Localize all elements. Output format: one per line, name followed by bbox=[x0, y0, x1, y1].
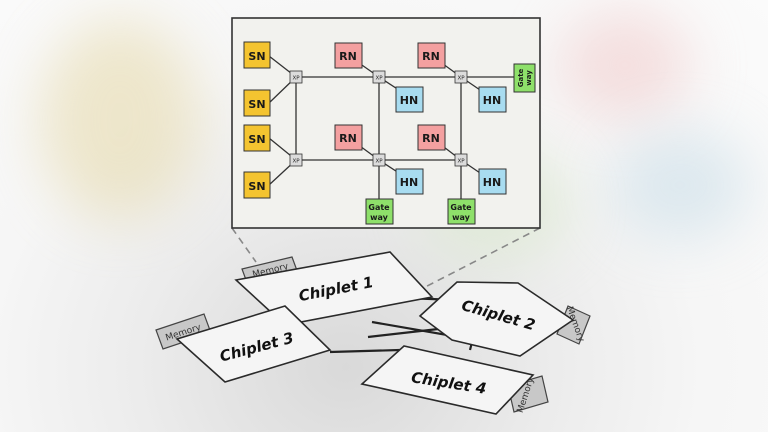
chiplet-3: Chiplet 3 bbox=[175, 305, 332, 383]
svg-text:Gate: Gate bbox=[517, 68, 525, 87]
xp-crosspoint: XP bbox=[372, 153, 386, 167]
svg-text:HN: HN bbox=[483, 176, 501, 189]
svg-text:RN: RN bbox=[422, 132, 440, 145]
xp-crosspoint: XP bbox=[454, 70, 468, 84]
chiplet-4: Chiplet 4 bbox=[360, 345, 535, 415]
rn-node: RN bbox=[417, 42, 446, 69]
background-blur-blue bbox=[610, 130, 750, 240]
rn-node: RN bbox=[334, 124, 363, 151]
xp-crosspoint: XP bbox=[372, 70, 386, 84]
sn-node: SN bbox=[243, 171, 271, 199]
svg-text:XP: XP bbox=[292, 159, 300, 165]
svg-text:XP: XP bbox=[375, 159, 383, 165]
chiplet-package: Memory Memory Memory Memory Chiplet 1 Ch… bbox=[155, 251, 591, 415]
chiplet-2: Chiplet 2 bbox=[418, 281, 575, 357]
hn-node: HN bbox=[478, 168, 507, 195]
svg-text:XP: XP bbox=[457, 159, 465, 165]
xp-crosspoint: XP bbox=[454, 153, 468, 167]
hn-node: HN bbox=[395, 86, 424, 113]
svg-text:RN: RN bbox=[339, 50, 357, 63]
svg-text:RN: RN bbox=[422, 50, 440, 63]
sn-node: SN bbox=[243, 124, 271, 152]
svg-text:SN: SN bbox=[248, 133, 265, 146]
svg-text:way: way bbox=[452, 213, 471, 222]
hn-node: HN bbox=[395, 168, 424, 195]
svg-text:Gate: Gate bbox=[368, 203, 390, 212]
hn-node: HN bbox=[478, 86, 507, 113]
zoom-guide-lines bbox=[231, 227, 541, 301]
background-blur-pink bbox=[560, 10, 690, 120]
svg-text:XP: XP bbox=[292, 76, 300, 82]
svg-text:HN: HN bbox=[483, 94, 501, 107]
svg-text:HN: HN bbox=[400, 176, 418, 189]
svg-text:XP: XP bbox=[457, 76, 465, 82]
rn-node: RN bbox=[334, 42, 363, 69]
gateway-node-bottom: Gate way bbox=[447, 198, 476, 225]
mesh-inset-panel: SN SN SN SN RN RN RN RN bbox=[231, 17, 541, 229]
xp-crosspoint: XP bbox=[289, 70, 303, 84]
rn-node: RN bbox=[417, 124, 446, 151]
mesh-wires bbox=[268, 55, 515, 200]
svg-text:XP: XP bbox=[375, 76, 383, 82]
svg-text:Gate: Gate bbox=[450, 203, 472, 212]
gateway-node-right: Gate way bbox=[513, 63, 536, 93]
svg-text:way: way bbox=[370, 213, 389, 222]
svg-text:SN: SN bbox=[248, 50, 265, 63]
gateway-node-bottom: Gate way bbox=[365, 198, 394, 225]
sn-node: SN bbox=[243, 41, 271, 69]
sn-node: SN bbox=[243, 89, 271, 117]
background-blur-yellow bbox=[40, 20, 200, 220]
svg-text:HN: HN bbox=[400, 94, 418, 107]
svg-text:RN: RN bbox=[339, 132, 357, 145]
svg-text:SN: SN bbox=[248, 98, 265, 111]
svg-text:SN: SN bbox=[248, 180, 265, 193]
svg-text:way: way bbox=[525, 70, 533, 86]
xp-crosspoint: XP bbox=[289, 153, 303, 167]
